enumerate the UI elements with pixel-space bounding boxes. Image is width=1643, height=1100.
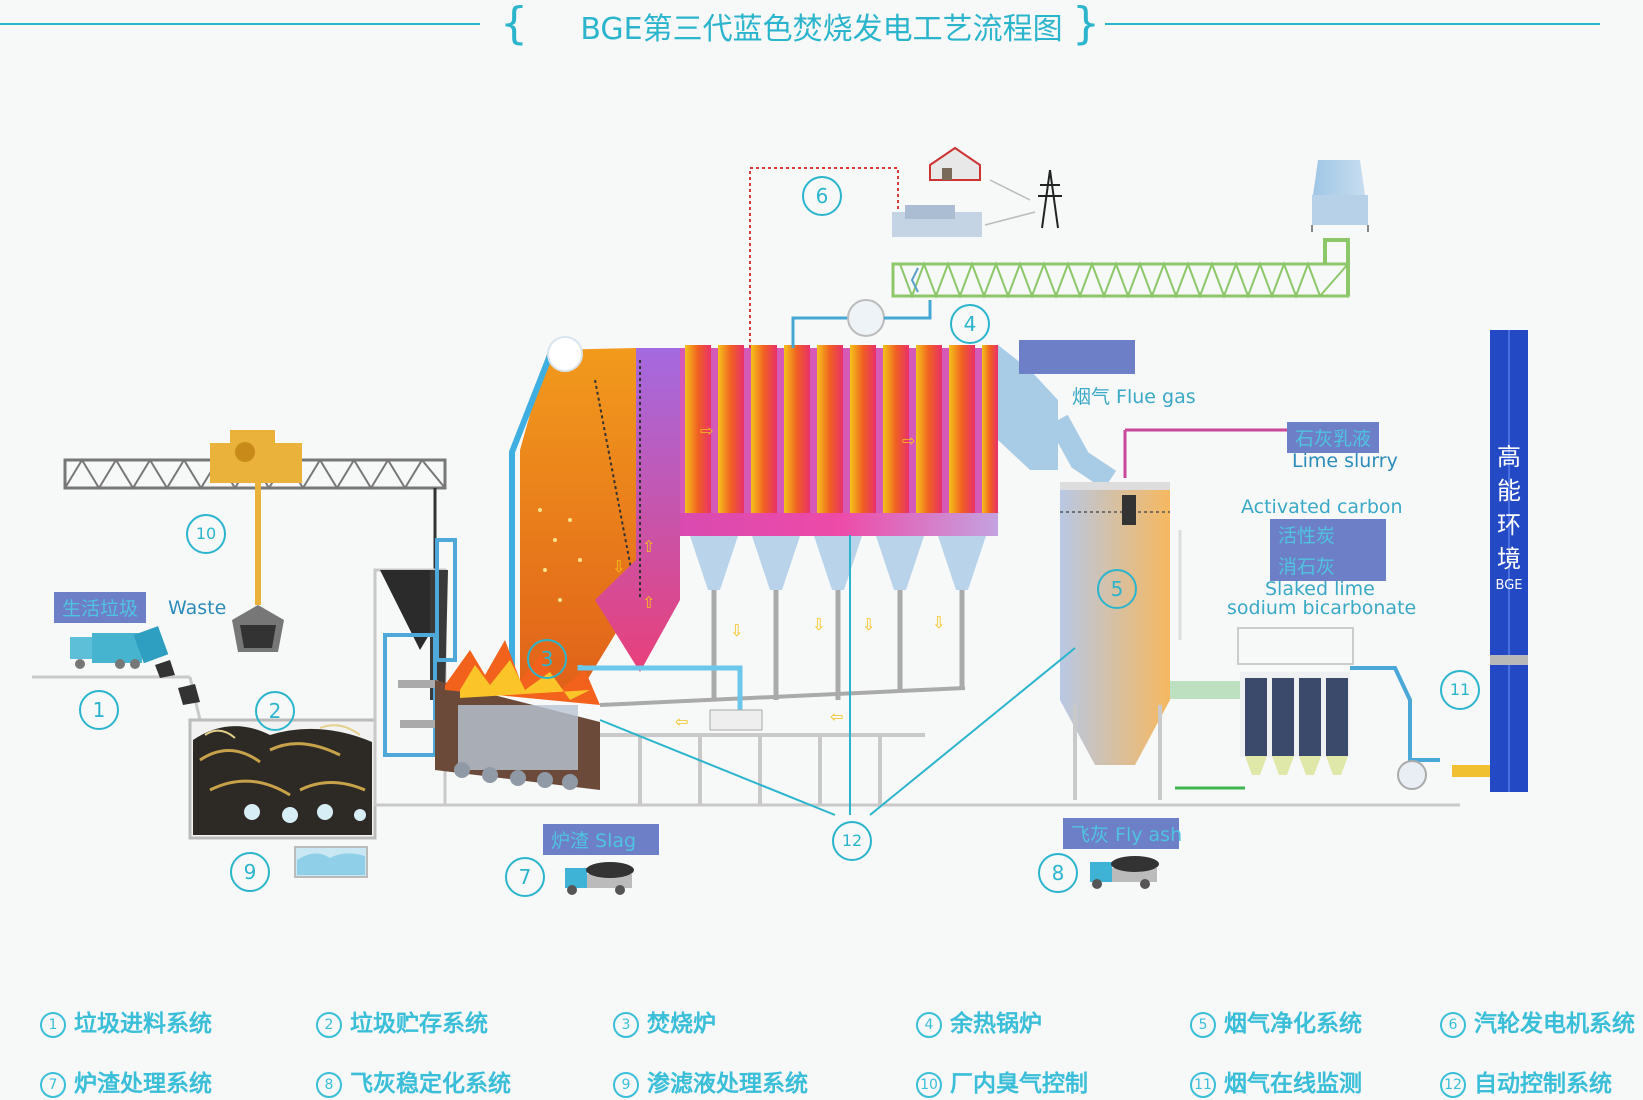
air-cooled-condenser xyxy=(891,160,1369,299)
slag-truck xyxy=(565,862,634,895)
fly-ash-label: 飞灰 Fly ash xyxy=(1063,818,1182,849)
waste-label-cn: 生活垃圾 xyxy=(54,592,147,623)
svg-text:⇩: ⇩ xyxy=(862,615,875,634)
slag-label: 炉渣 Slag xyxy=(543,824,659,855)
crane xyxy=(63,430,447,652)
svg-text:⇦: ⇦ xyxy=(830,707,843,726)
svg-text:⇧: ⇧ xyxy=(642,537,655,556)
sodium-bicarbonate-label: sodium bicarbonate xyxy=(1227,597,1417,619)
svg-text:}: } xyxy=(1072,0,1100,49)
slaked-lime-label-en: Slaked lime xyxy=(1265,578,1375,600)
waste-pit xyxy=(188,718,377,878)
callout-7: 7 xyxy=(505,857,545,897)
svg-text:⇧: ⇧ xyxy=(642,593,655,612)
fly-ash-truck xyxy=(1090,856,1159,889)
svg-text:⇩: ⇩ xyxy=(932,613,945,632)
stack-label-cn: 高能环境 xyxy=(1497,443,1521,573)
callout-9: 9 xyxy=(230,852,270,892)
activated-carbon-label-en: Activated carbon xyxy=(1241,496,1403,518)
svg-text:⇨: ⇨ xyxy=(700,421,713,440)
svg-text:⇦: ⇦ xyxy=(675,712,688,731)
callout-2: 2 xyxy=(255,691,295,731)
title-bar: { } BGE第三代蓝色焚烧发电工艺流程图 xyxy=(0,0,1643,50)
boiler-second-pass xyxy=(595,348,680,672)
title-decoration: { } xyxy=(0,0,1600,49)
svg-text:⇩: ⇩ xyxy=(612,557,625,576)
stack-label-en: BGE xyxy=(1495,578,1523,593)
turbine-generator xyxy=(892,146,1062,237)
callout-6: 6 xyxy=(802,176,842,216)
slaked-lime-label-cn: 消石灰 xyxy=(1270,550,1386,581)
callout-8: 8 xyxy=(1038,853,1078,893)
lime-slurry-label-cn: 石灰乳液 xyxy=(1287,422,1380,453)
waste-heat-boiler xyxy=(577,167,1117,712)
callout-4: 4 xyxy=(950,304,990,344)
lime-slurry-label-en: Lime slurry xyxy=(1292,450,1398,472)
waste-truck xyxy=(32,626,202,721)
callout-12: 12 xyxy=(832,821,872,861)
page-title: BGE第三代蓝色焚烧发电工艺流程图 xyxy=(580,12,1063,47)
callout-3: 3 xyxy=(527,639,567,679)
callout-11: 11 xyxy=(1440,670,1480,710)
diagram-artwork: ⇨ ⇨ ⇩ ⇧ ⇧ ⇩ ⇩ ⇩ ⇩ ⇦ ⇦ xyxy=(32,146,1528,895)
svg-text:{: { xyxy=(500,0,528,49)
bag-filter xyxy=(1175,627,1492,790)
waste-label-en: Waste xyxy=(168,597,227,619)
activated-carbon-label-cn: 活性炭 xyxy=(1270,519,1386,550)
callout-10: 10 xyxy=(186,514,226,554)
svg-text:⇩: ⇩ xyxy=(730,621,743,640)
svg-text:⇩: ⇩ xyxy=(812,615,825,634)
callout-1: 1 xyxy=(79,690,119,730)
svg-text:⇨: ⇨ xyxy=(902,431,915,450)
callout-5: 5 xyxy=(1097,569,1137,609)
flue-gas-scrubber xyxy=(1060,428,1290,800)
flue-gas-label: 烟气 Flue gas xyxy=(1072,386,1196,408)
